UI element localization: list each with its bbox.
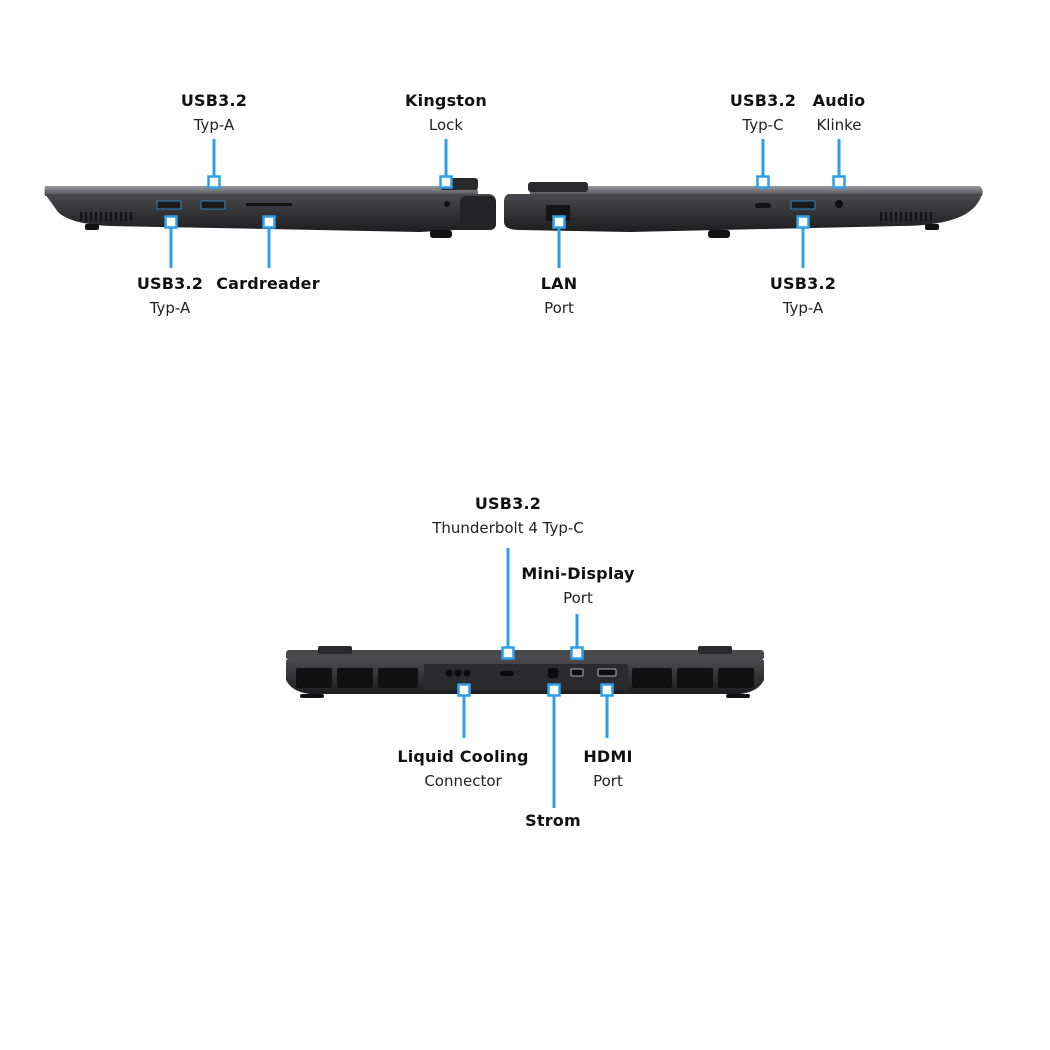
left-usb-port-1 [156,200,182,210]
marker-left-kingston [439,175,453,189]
left-vent [80,212,132,221]
right-foot-2 [925,224,939,230]
marker-rear-hdmi [600,683,614,697]
right-lid [530,186,983,196]
left-lock-slot [444,201,450,207]
rear-hinge-right [698,646,732,654]
rear-hinge-left [318,646,352,654]
rear-port-panel [424,664,628,690]
rear-foot-right [726,694,750,698]
marker-right-audio [832,175,846,189]
label-right-audio: Audio Klinke [812,91,866,134]
marker-rear-minidp [570,646,584,660]
rear-liquid-port-1 [445,669,453,677]
label-rear-hdmi: HDMI Port [583,747,633,790]
laptop-right-side [504,182,983,238]
laptop-rear [286,646,764,698]
left-foot-1 [85,224,99,230]
label-left-cardreader: Cardreader [216,274,320,293]
callouts [164,139,846,808]
label-right-lan: LAN Port [540,274,578,317]
right-hinge-block [528,182,588,192]
label-rear-strom: Strom [525,811,581,830]
label-right-usbc: USB3.2 Typ-C [729,91,797,134]
marker-right-usba [796,215,810,229]
left-foot-2 [430,230,452,238]
label-rear-thunderbolt: USB3.2 Thunderbolt 4 Typ-C [432,494,584,537]
marker-left-usb-top [207,175,221,189]
rear-lid [286,650,764,660]
marker-left-cardreader [262,215,276,229]
label-rear-liquid: Liquid Cooling Connector [397,747,529,790]
rear-hdmi-port [597,668,617,677]
right-audio-jack [835,200,843,208]
rear-vents-left [296,668,418,688]
rear-liquid-port-3 [463,669,471,677]
left-cardreader-slot [246,203,292,206]
laptop-left-side [44,178,496,238]
rear-vents-right [632,668,754,688]
right-usbc-port [755,203,771,208]
marker-rear-strom [547,683,561,697]
rear-foot-left [300,694,324,698]
label-rear-minidp: Mini-Display Port [521,564,635,607]
right-foot-1 [708,230,730,238]
marker-rear-liquid [457,683,471,697]
label-left-usb-top: USB3.2 Typ-A [180,91,248,134]
right-usba-port [790,200,816,210]
label-left-usb-bottom: USB3.2 Typ-A [136,274,204,317]
left-lid [44,186,478,196]
label-right-usba: USB3.2 Typ-A [769,274,837,317]
marker-left-usb-bottom [164,215,178,229]
right-base [504,194,982,232]
marker-rear-thunderbolt [501,646,515,660]
left-usb-port-2 [200,200,226,210]
rear-minidp-port [570,668,584,677]
marker-right-usbc [756,175,770,189]
left-lock-bump [460,196,496,230]
marker-right-lan [552,215,566,229]
rear-power-port [548,668,558,678]
rear-liquid-port-2 [454,669,462,677]
right-vent [880,212,932,221]
label-left-kingston: Kingston Lock [405,91,487,134]
rear-thunderbolt-port [500,671,514,676]
